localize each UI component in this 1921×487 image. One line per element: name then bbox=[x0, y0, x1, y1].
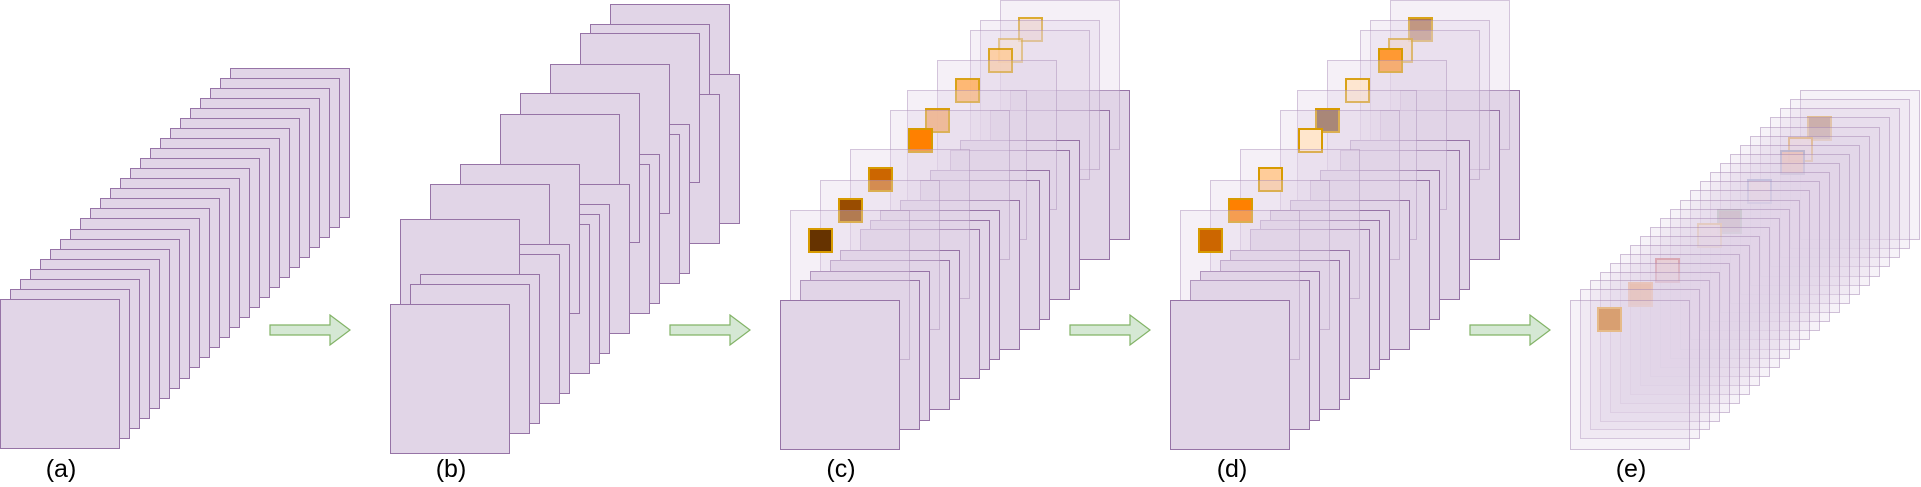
highlight-square bbox=[1807, 116, 1832, 141]
ghost-frame bbox=[1650, 227, 1770, 377]
frame bbox=[390, 304, 510, 454]
ghost-frame bbox=[1670, 209, 1790, 359]
highlight-square bbox=[908, 128, 933, 153]
ghost-frame bbox=[1700, 181, 1820, 331]
frame bbox=[1170, 300, 1290, 450]
right-arrow-icon bbox=[1469, 313, 1551, 347]
highlight-square bbox=[1345, 78, 1370, 103]
label-c: (c) bbox=[826, 455, 856, 483]
label-b: (b) bbox=[435, 455, 467, 483]
frame bbox=[780, 300, 900, 450]
ghost-frame bbox=[1620, 254, 1740, 404]
right-arrow-icon bbox=[669, 313, 751, 347]
ghost-frame bbox=[1750, 136, 1870, 286]
ghost-frame bbox=[1690, 190, 1810, 340]
ghost-frame bbox=[1630, 245, 1750, 395]
highlight-square bbox=[1747, 179, 1772, 204]
label-a: (a) bbox=[45, 455, 77, 483]
ghost-frame bbox=[1570, 300, 1690, 450]
ghost-frame bbox=[1710, 172, 1830, 322]
highlight-square bbox=[1018, 17, 1043, 42]
highlight-square bbox=[808, 228, 833, 253]
highlight-square bbox=[1628, 282, 1653, 307]
highlight-square bbox=[1258, 167, 1283, 192]
highlight-square bbox=[1198, 228, 1223, 253]
highlight-square bbox=[925, 108, 950, 133]
label-e: (e) bbox=[1615, 455, 1647, 483]
right-arrow-icon bbox=[269, 313, 351, 347]
ghost-frame bbox=[1800, 90, 1920, 240]
right-arrow-icon bbox=[1069, 313, 1151, 347]
highlight-square bbox=[1378, 48, 1403, 73]
frame bbox=[0, 299, 120, 449]
highlight-square bbox=[1655, 258, 1680, 283]
highlight-square bbox=[1780, 150, 1805, 175]
highlight-square bbox=[955, 78, 980, 103]
highlight-square bbox=[1298, 128, 1323, 153]
ghost-frame bbox=[1600, 272, 1720, 422]
highlight-square bbox=[1697, 223, 1722, 248]
highlight-square bbox=[1228, 198, 1253, 223]
highlight-square bbox=[868, 167, 893, 192]
ghost-frame bbox=[1720, 163, 1840, 313]
ghost-frame bbox=[1780, 108, 1900, 258]
highlight-square bbox=[1408, 17, 1433, 42]
highlight-square bbox=[838, 198, 863, 223]
label-d: (d) bbox=[1216, 455, 1248, 483]
ghost-frame bbox=[1740, 145, 1860, 295]
highlight-square bbox=[1597, 307, 1622, 332]
ghost-frame bbox=[1660, 218, 1780, 368]
highlight-square bbox=[988, 48, 1013, 73]
ghost-frame bbox=[1590, 280, 1710, 430]
